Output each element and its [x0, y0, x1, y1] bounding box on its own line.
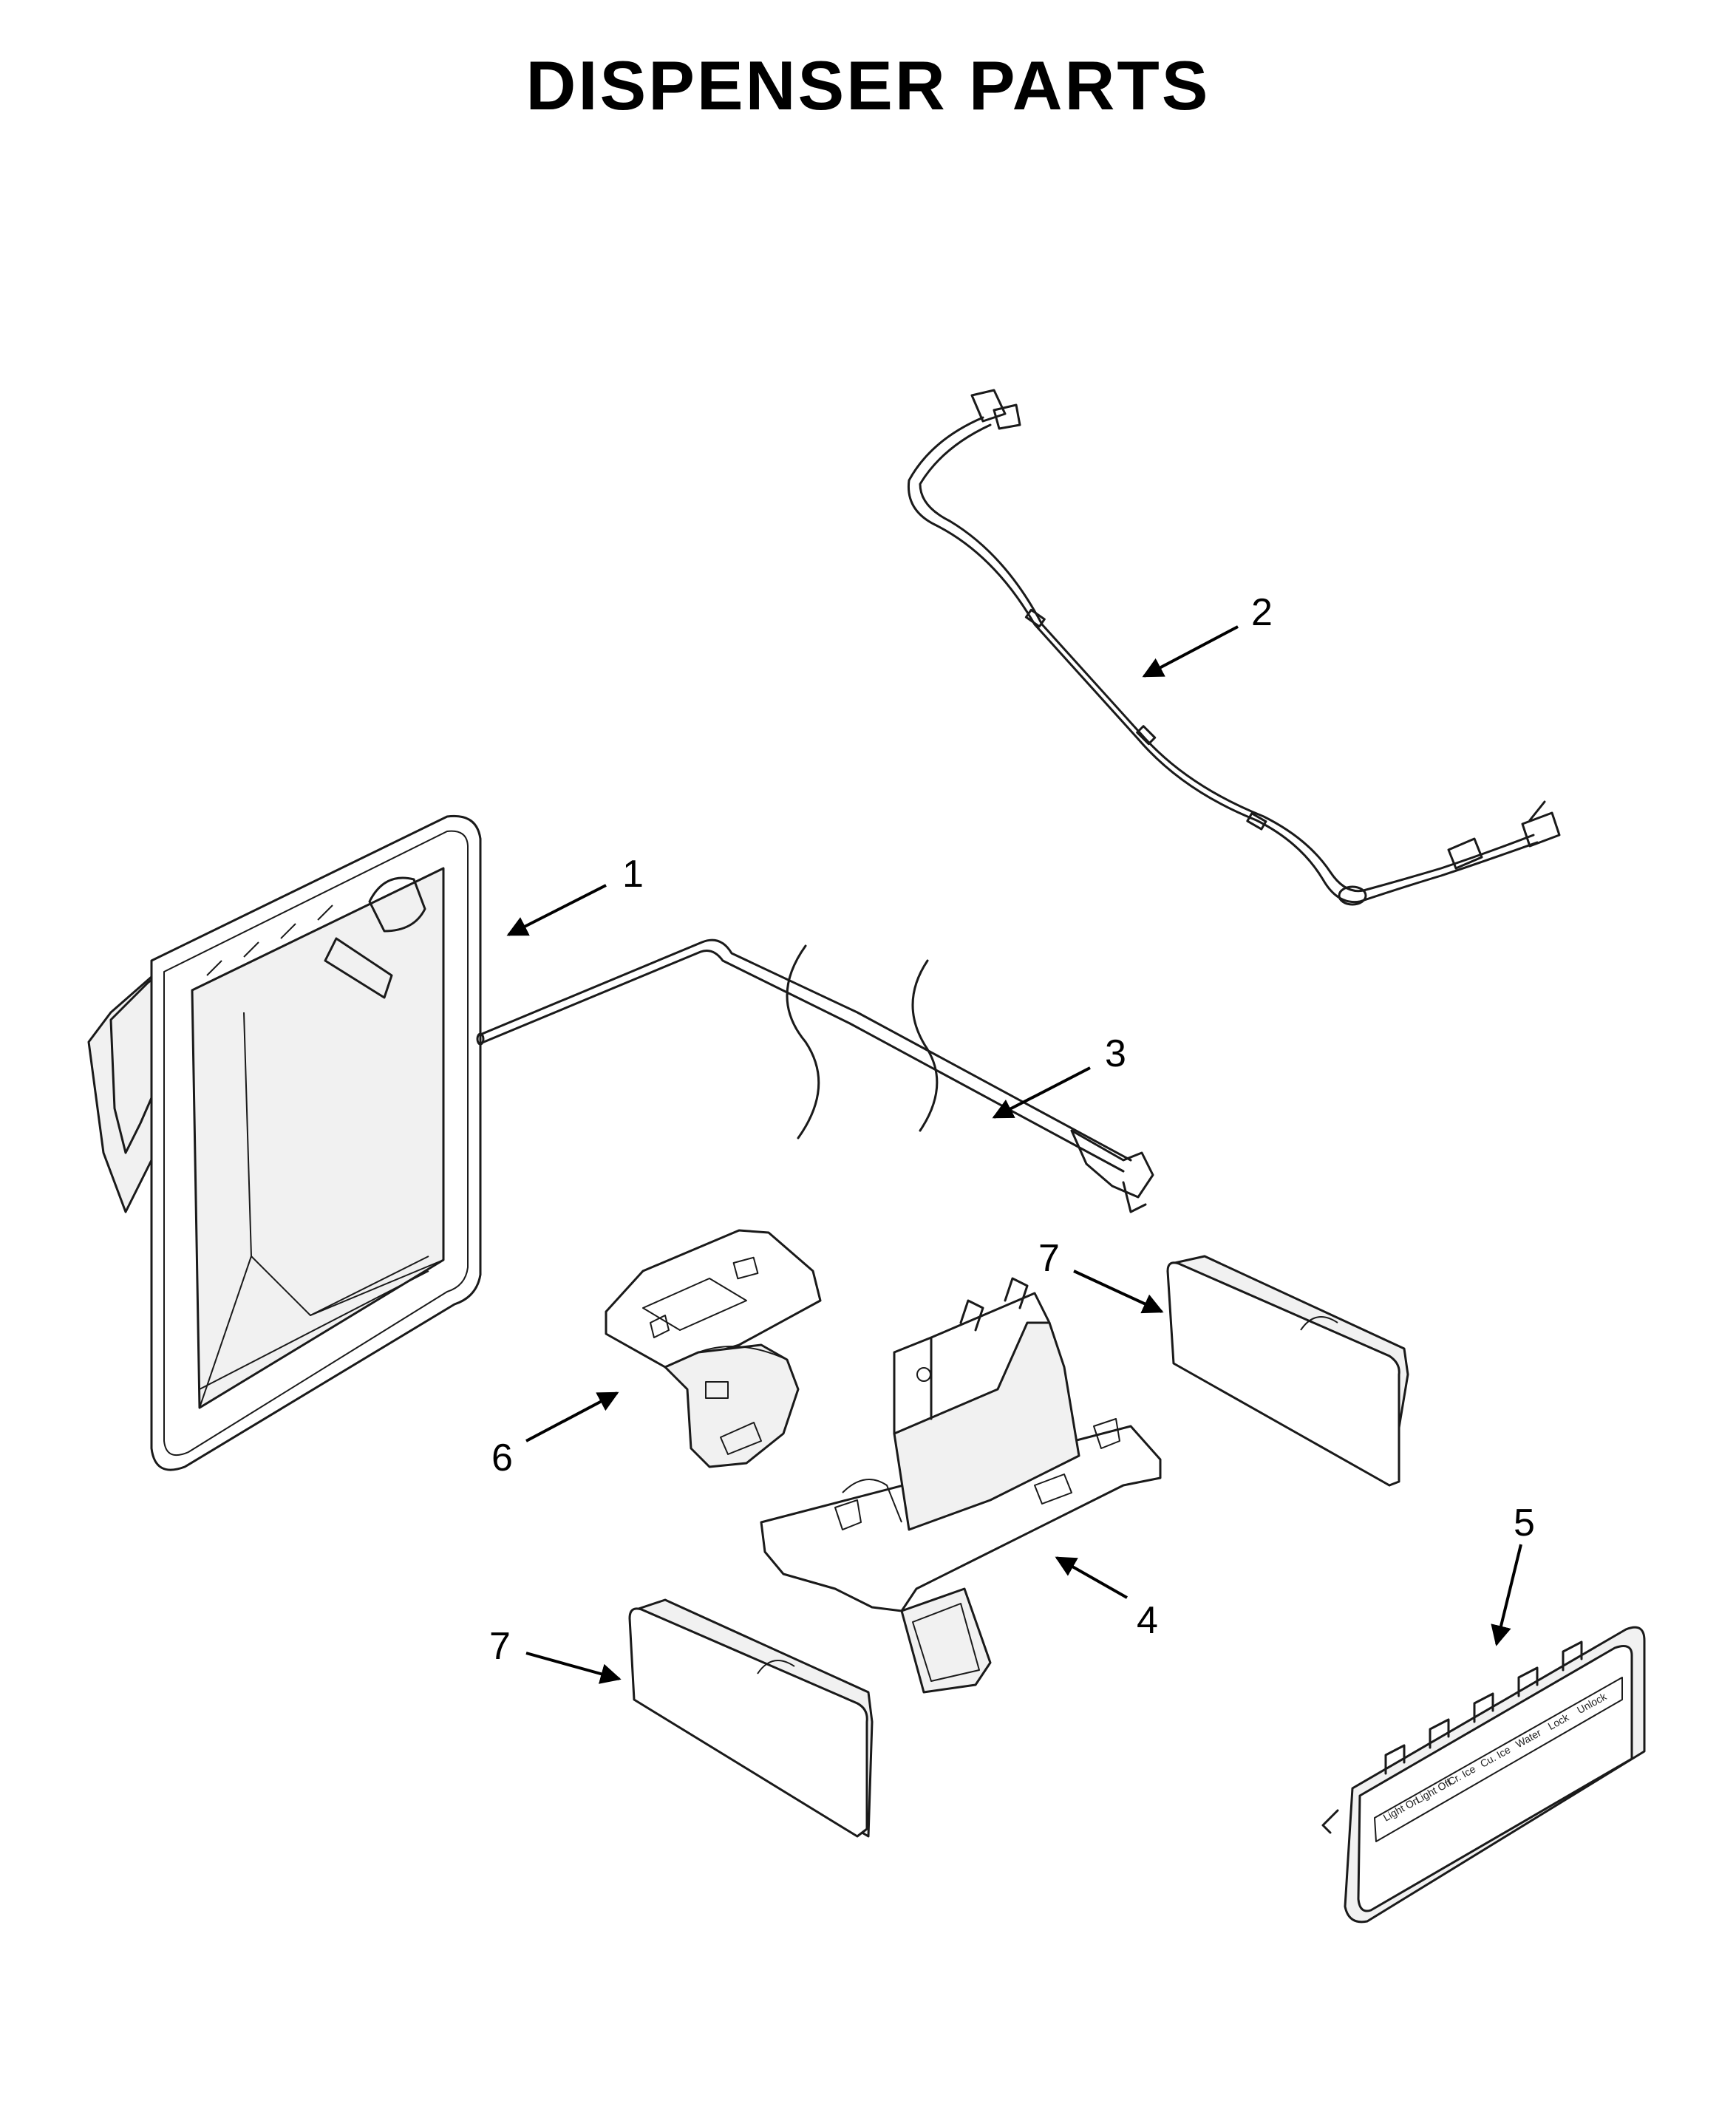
part-3-water-tube: [476, 938, 1154, 1213]
callout-5-arrow: [1491, 1544, 1522, 1646]
diagram-title: DISPENSER PARTS: [525, 47, 1211, 124]
callout-2-label: 2: [1251, 591, 1273, 634]
callout-3-arrow: [992, 1066, 1091, 1119]
callout-4-arrow: [1055, 1556, 1128, 1599]
callout-1-label: 1: [622, 853, 644, 896]
part-7-trim-panel-lower: [628, 1598, 874, 1838]
callout-1-arrow: [506, 884, 607, 936]
part-1-dispenser-housing: [87, 814, 482, 1471]
callout-7a-label: 7: [1038, 1237, 1060, 1280]
callout-2-arrow: [1142, 625, 1239, 678]
callout-7b-arrow: [525, 1652, 622, 1684]
callout-5-label: 5: [1514, 1502, 1535, 1544]
callout-6-arrow: [525, 1391, 619, 1442]
callout-4-label: 4: [1137, 1599, 1158, 1642]
part-5-control-panel: Light On Light Off Cr. Ice Cu. Ice Water…: [1321, 1626, 1646, 1924]
callout-7a-arrow: [1073, 1270, 1164, 1314]
callout-3-label: 3: [1105, 1032, 1126, 1075]
callout-6-label: 6: [491, 1437, 513, 1479]
callout-7b-label: 7: [489, 1625, 511, 1668]
part-6-actuator: [605, 1229, 822, 1468]
part-2-wiring-harness: [907, 389, 1561, 906]
part-7-trim-panel-upper: [1166, 1255, 1409, 1487]
part-4-dispenser-base: [760, 1277, 1162, 1694]
